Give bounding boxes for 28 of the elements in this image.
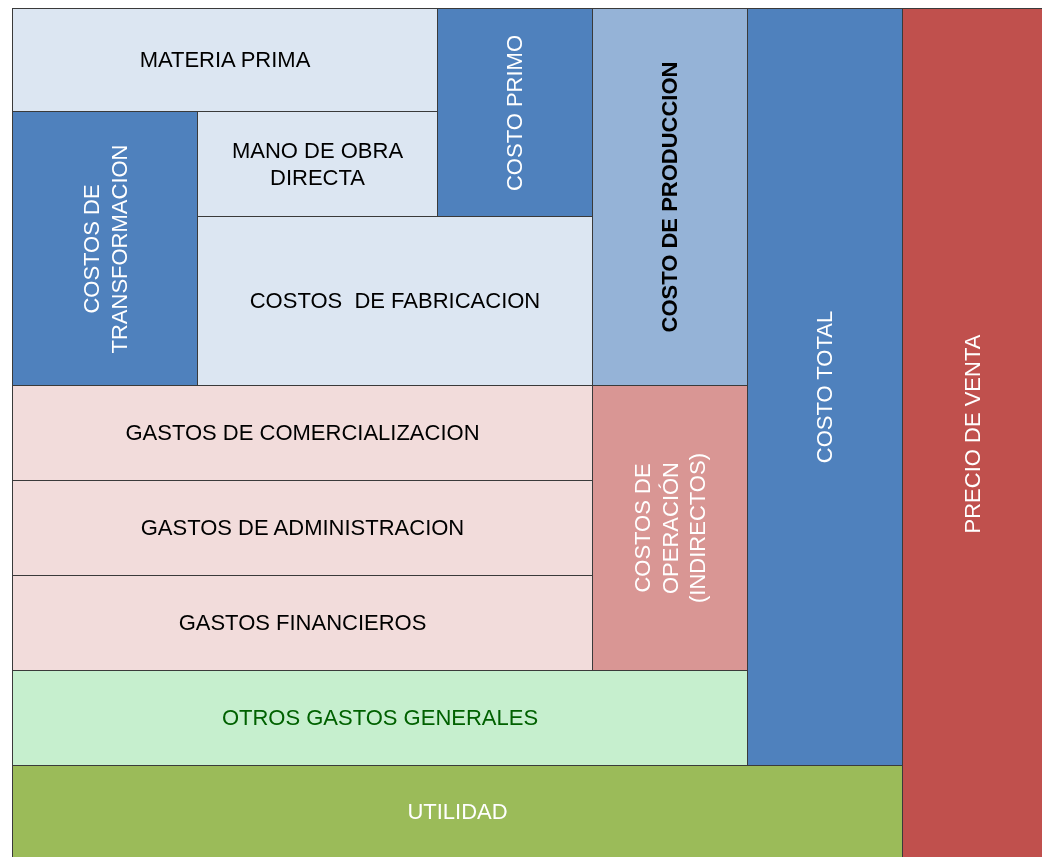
block-label: GASTOS DE ADMINISTRACION <box>139 514 466 542</box>
block-label: COSTOS DE FABRICACION <box>248 287 542 315</box>
block-label: GASTOS DE COMERCIALIZACION <box>124 419 481 447</box>
profit-block <box>12 765 903 857</box>
block-label: COSTO PRIMO <box>501 33 529 193</box>
expense-block <box>12 385 593 481</box>
block-label: COSTOS DE TRANSFORMACION <box>77 143 132 355</box>
cost-block <box>197 111 438 217</box>
cost-band <box>12 111 198 386</box>
block-label: UTILIDAD <box>406 798 509 826</box>
block-label: GASTOS FINANCIEROS <box>177 609 428 637</box>
block-label: COSTO TOTAL <box>811 309 839 466</box>
block-label: MANO DE OBRA DIRECTA <box>230 136 405 192</box>
block-label: PRECIO DE VENTA <box>959 333 987 535</box>
cost-band <box>592 385 748 671</box>
cost-band <box>592 8 748 386</box>
block-label: MATERIA PRIMA <box>138 46 312 74</box>
expense-block <box>12 480 593 576</box>
cost-block <box>12 8 438 112</box>
price-band <box>902 8 1042 857</box>
cost-band <box>747 8 903 766</box>
cost-block <box>197 216 593 386</box>
block-label: OTROS GASTOS GENERALES <box>220 704 540 732</box>
block-label: COSTOS DE OPERACIÓN (INDIRECTOS) <box>628 452 711 605</box>
expense-block <box>12 575 593 671</box>
expense-block <box>12 670 748 766</box>
cost-band <box>437 8 593 217</box>
block-label: COSTO DE PRODUCCION <box>656 60 684 335</box>
